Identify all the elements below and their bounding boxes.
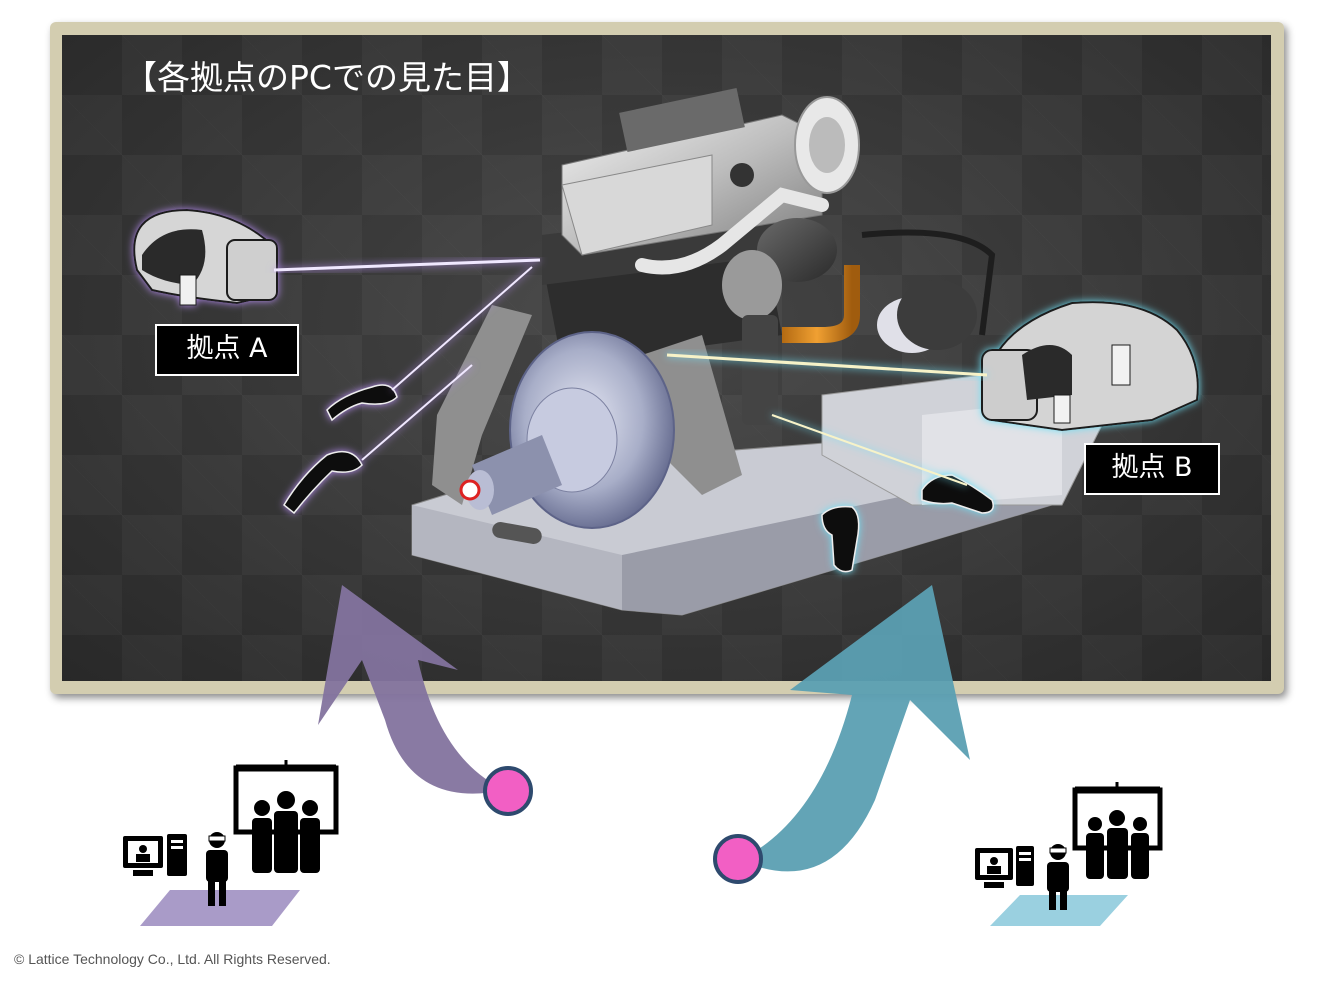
pc-view-screen: 【各拠点のPCでの見た目】: [62, 35, 1271, 681]
vr-user-icon: [206, 832, 228, 906]
arrow-origin-dot-b: [713, 834, 763, 884]
vr-headset-a: [133, 208, 278, 306]
pc-icon: [123, 834, 187, 876]
audience-icon: [1086, 810, 1149, 879]
engine-block: [542, 87, 860, 365]
site-b-floor: [990, 895, 1128, 926]
flywheel-housing: [459, 331, 675, 529]
audience-icon: [252, 791, 320, 873]
site-label-a: 拠点 A: [155, 324, 299, 376]
copyright-notice: © Lattice Technology Co., Ltd. All Right…: [14, 951, 331, 967]
site-b-pictogram: [975, 782, 1163, 926]
site-a-pictogram: [123, 760, 339, 926]
site-a-floor: [140, 890, 300, 926]
vr-headset-b: [981, 301, 1199, 432]
pointer-beams: [273, 258, 988, 486]
vr-controllers-a: [283, 384, 398, 515]
pc-icon: [975, 846, 1034, 888]
engine-scene: [133, 87, 1199, 616]
turbocharger: [722, 218, 996, 425]
vr-user-icon: [1047, 844, 1069, 910]
arrow-origin-dot-a: [483, 766, 533, 816]
arrow-site-b: [740, 585, 970, 872]
site-label-b: 拠点 B: [1084, 443, 1220, 495]
arrow-site-a: [318, 585, 505, 794]
screen-title: 【各拠点のPCでの見た目】: [124, 58, 530, 97]
